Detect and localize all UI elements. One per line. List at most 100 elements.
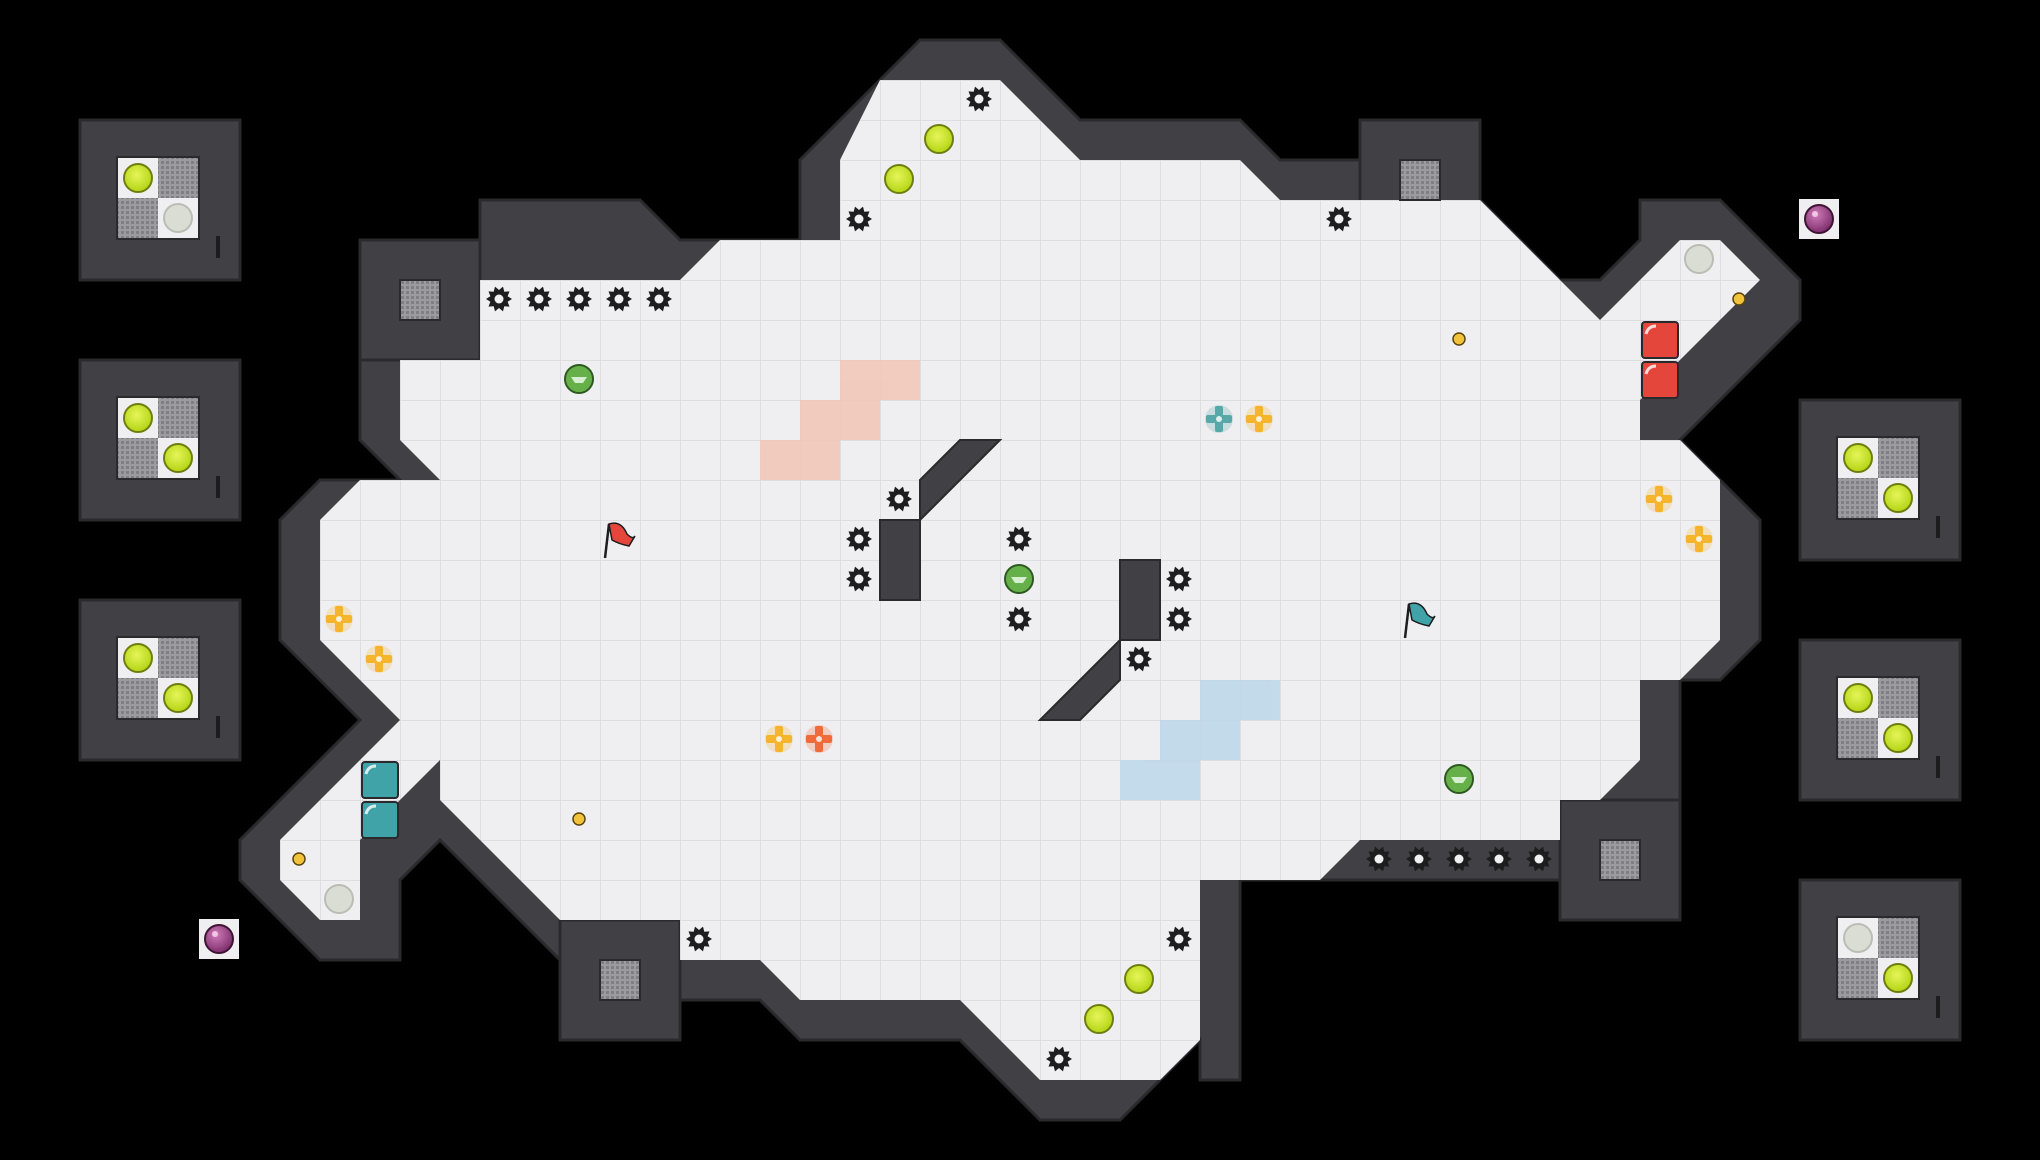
small-boost-dot-icon <box>1452 332 1466 346</box>
grate-tile <box>1878 678 1918 718</box>
small-boost-dot-icon <box>1732 292 1746 306</box>
boost-pad-icon <box>123 163 153 193</box>
wall-pillar <box>879 519 921 601</box>
spike-icon <box>846 566 872 592</box>
boost-pad-icon <box>1843 683 1873 713</box>
boost-pad-icon <box>1883 963 1913 993</box>
grate-tile <box>1599 839 1641 881</box>
boost-pad-icon <box>924 124 954 154</box>
side-panel-left <box>78 598 242 762</box>
boost-pad-icon <box>1843 443 1873 473</box>
spike-icon <box>606 286 632 312</box>
boost-pad-icon <box>1883 723 1913 753</box>
grate-tile <box>158 638 198 678</box>
powerup-icon <box>805 725 833 753</box>
used-boost-icon <box>1684 244 1714 274</box>
bomb-icon <box>1004 564 1034 594</box>
grate-tile <box>118 678 158 718</box>
grate-tile <box>158 158 198 198</box>
spike-icon <box>886 486 912 512</box>
spike-icon <box>1006 606 1032 632</box>
spike-icon <box>1486 846 1512 872</box>
bomb-icon <box>564 364 594 394</box>
grate-tile <box>1838 718 1878 758</box>
blue-gate <box>361 801 399 839</box>
red-gate <box>1641 361 1679 399</box>
boost-pad-icon <box>1124 964 1154 994</box>
spike-icon <box>1446 846 1472 872</box>
blue-flag-icon[interactable] <box>1403 602 1436 639</box>
small-boost-dot-icon <box>292 852 306 866</box>
spike-icon <box>966 86 992 112</box>
powerup-icon <box>1205 405 1233 433</box>
spike-icon <box>1006 526 1032 552</box>
spike-icon <box>486 286 512 312</box>
grate-tile <box>1838 478 1878 518</box>
side-panel-right <box>1798 878 1962 1042</box>
bomb-icon <box>1444 764 1474 794</box>
grate-tile <box>1399 159 1441 201</box>
spike-icon <box>1046 1046 1072 1072</box>
boost-pad-icon <box>884 164 914 194</box>
powerup-icon <box>365 645 393 673</box>
red-gate <box>1641 321 1679 359</box>
wall-pillar <box>1119 559 1161 641</box>
red-flag-icon[interactable] <box>603 522 636 559</box>
small-boost-dot-icon <box>572 812 586 826</box>
spike-icon <box>846 206 872 232</box>
powerup-icon <box>1645 485 1673 513</box>
spike-icon <box>1166 926 1192 952</box>
team-zones <box>760 360 1280 800</box>
panel-notch <box>1936 516 1940 538</box>
spike-icon <box>1526 846 1552 872</box>
spike-icon <box>846 526 872 552</box>
wall-diagonal <box>919 439 1003 523</box>
grate-tile <box>158 398 198 438</box>
boost-pad-icon <box>1084 1004 1114 1034</box>
map-objects <box>78 86 1962 1072</box>
used-boost-icon <box>1843 923 1873 953</box>
blue-gate <box>361 761 399 799</box>
spike-icon <box>1126 646 1152 672</box>
spike-icon <box>526 286 552 312</box>
side-panel-left <box>78 358 242 522</box>
blue-team-zone <box>1120 680 1280 800</box>
panel-notch <box>216 236 220 258</box>
grate-tile <box>1878 918 1918 958</box>
boost-pad-icon <box>163 683 193 713</box>
side-panel-left <box>78 118 242 282</box>
portal-icon[interactable] <box>1799 199 1839 239</box>
spike-icon <box>1166 566 1192 592</box>
boost-pad-icon <box>163 443 193 473</box>
panel-notch <box>1936 996 1940 1018</box>
red-team-zone <box>760 360 920 480</box>
spike-icon <box>1326 206 1352 232</box>
powerup-icon <box>325 605 353 633</box>
grate-tile <box>118 198 158 238</box>
panel-notch <box>216 716 220 738</box>
side-panel-right <box>1798 398 1962 562</box>
grate-tile <box>599 959 641 1001</box>
grate-tile <box>399 279 441 321</box>
wall-diagonal <box>1037 637 1121 721</box>
grate-tile <box>1838 958 1878 998</box>
spike-icon <box>1166 606 1192 632</box>
spike-icon <box>646 286 672 312</box>
boost-pad-icon <box>123 643 153 673</box>
grate-tile <box>118 438 158 478</box>
powerup-icon <box>1245 405 1273 433</box>
spike-icon <box>686 926 712 952</box>
used-boost-icon <box>324 884 354 914</box>
powerup-icon <box>765 725 793 753</box>
boost-pad-icon <box>1883 483 1913 513</box>
spike-icon <box>1406 846 1432 872</box>
grate-tile <box>1878 438 1918 478</box>
interior-walls <box>879 439 1161 721</box>
panel-notch <box>1936 756 1940 778</box>
powerup-icon <box>1685 525 1713 553</box>
side-panel-right <box>1798 638 1962 802</box>
portal-icon[interactable] <box>199 919 239 959</box>
panel-notch <box>216 476 220 498</box>
